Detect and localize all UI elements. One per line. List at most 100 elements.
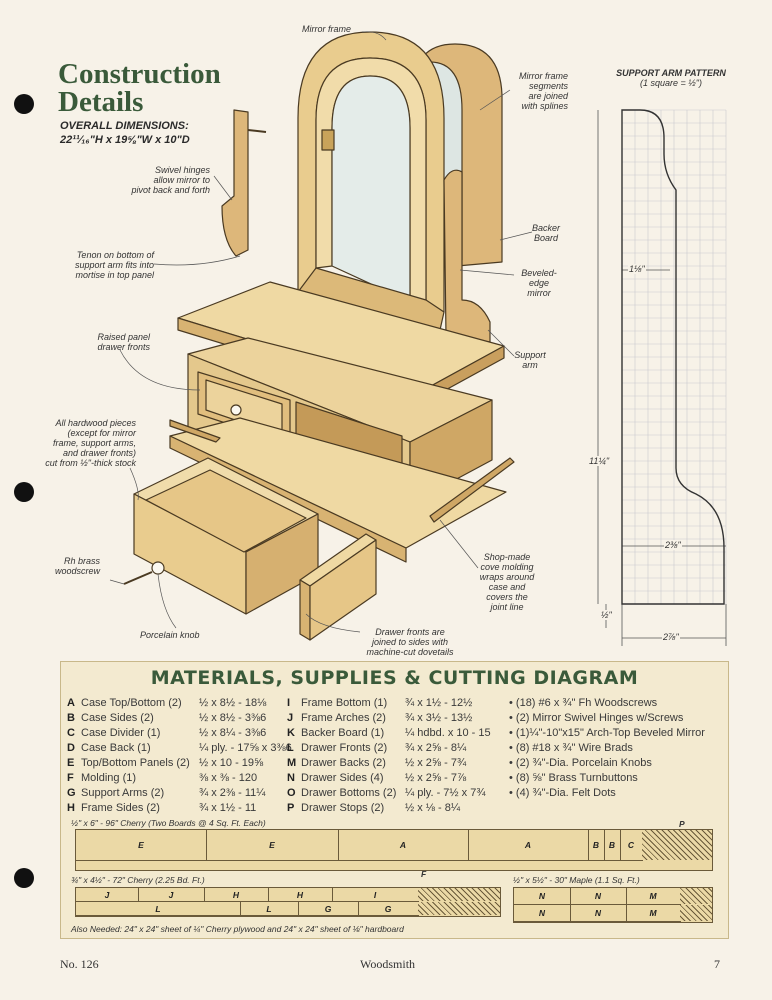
part-size: ½ x ⅛ - 8¼	[405, 802, 461, 814]
cut-piece: G	[298, 902, 359, 916]
part-name: Drawer Bottoms (2)	[301, 787, 397, 799]
callout-drawer-fronts: Drawer fronts are joined to sides with m…	[366, 627, 454, 657]
callout-swivel-hinges: Swivel hinges allow mirror to pivot back…	[131, 165, 210, 195]
part-letter: E	[67, 757, 75, 769]
part-size: ¾ x 2⅝ - 8¼	[405, 742, 467, 754]
pattern-title-text: SUPPORT ARM PATTERN	[616, 68, 726, 78]
cut-piece: B	[588, 830, 605, 861]
cut-piece: N	[570, 888, 627, 905]
part-name: Support Arms (2)	[81, 787, 165, 799]
waste-area	[418, 888, 500, 901]
cut-piece: J	[138, 888, 205, 902]
part-letter: M	[287, 757, 297, 769]
callout-beveled-mirror: Beveled- edge mirror	[521, 268, 557, 298]
part-name: Case Top/Bottom (2)	[81, 697, 182, 709]
supply-item: • (4) ¾"-Dia. Felt Dots	[509, 787, 616, 799]
cut-piece: L	[76, 902, 241, 916]
supply-item: • (8) #18 x ¾" Wire Brads	[509, 742, 633, 754]
part-name: Drawer Stops (2)	[301, 802, 385, 814]
board3-label: ½" x 5½" - 30" Maple (1.1 Sq. Ft.)	[513, 875, 640, 885]
board1-label: ½" x 6" - 96" Cherry (Two Boards @ 4 Sq.…	[71, 818, 266, 828]
part-letter: N	[287, 772, 295, 784]
part-size: ½ x 8½ - 18⅛	[199, 697, 267, 709]
page-title: Construction Details	[58, 58, 221, 118]
part-letter: B	[67, 712, 75, 724]
cut-piece: E	[76, 830, 207, 861]
callout-hardwood: All hardwood pieces (except for mirror f…	[45, 418, 136, 468]
cut-piece: N	[514, 888, 571, 905]
waste-area	[680, 888, 712, 904]
part-letter: H	[67, 802, 75, 814]
pattern-dim-top-width: 1⅛"	[628, 264, 646, 274]
pattern-dim-bottom: ½"	[600, 610, 613, 620]
part-name: Case Divider (1)	[81, 727, 161, 739]
part-letter: J	[287, 712, 294, 724]
part-name: Drawer Sides (4)	[301, 772, 384, 784]
cut-piece: N	[514, 905, 571, 922]
part-letter: C	[67, 727, 75, 739]
supply-item: • (8) ⅝" Brass Turnbuttons	[509, 772, 638, 784]
board1-p-label: P	[679, 819, 685, 829]
part-size: ½ x 2⅝ - 7¾	[405, 757, 467, 769]
pattern-subtitle: (1 square = ½")	[640, 78, 702, 88]
part-size: ¾ x 3½ - 13½	[405, 712, 473, 724]
part-letter: G	[67, 787, 76, 799]
waste-area	[642, 830, 712, 860]
cut-piece: B	[604, 830, 621, 861]
cut-piece: M	[626, 888, 681, 905]
callout-cove-molding: Shop-made cove molding wraps around case…	[479, 552, 535, 612]
part-size: ¼ ply. - 17⅝ x 3⅜6	[199, 742, 292, 754]
cut-piece: C	[620, 830, 643, 861]
part-name: Top/Bottom Panels (2)	[81, 757, 190, 769]
waste-area	[418, 902, 500, 915]
board2-label: ¾" x 4½" - 72" Cherry (2.25 Bd. Ft.)	[71, 875, 205, 885]
callout-rh-brass: Rh brass woodscrew	[54, 556, 100, 576]
cut-piece: I	[332, 888, 419, 902]
part-name: Frame Bottom (1)	[301, 697, 388, 709]
pattern-title: SUPPORT ARM PATTERN (1 square = ½")	[606, 68, 736, 88]
cut-piece: N	[570, 905, 627, 922]
part-name: Case Sides (2)	[81, 712, 154, 724]
pattern-dim-mid-width: 2⅜"	[664, 540, 682, 550]
part-name: Frame Sides (2)	[81, 802, 160, 814]
cut-piece: L	[240, 902, 299, 916]
board1-f-label: F	[421, 869, 427, 879]
supply-item: • (18) #6 x ¾" Fh Woodscrews	[509, 697, 658, 709]
support-arm-pattern-grid	[597, 109, 727, 646]
materials-title: MATERIALS, SUPPLIES & CUTTING DIAGRAM	[150, 667, 639, 689]
cut-piece: J	[76, 888, 139, 902]
part-size: ¾ x 2⅜ - 11¼	[199, 787, 266, 799]
part-letter: P	[287, 802, 295, 814]
part-name: Frame Arches (2)	[301, 712, 386, 724]
part-letter: I	[287, 697, 291, 709]
callout-support-arm: Support arm	[514, 350, 546, 370]
part-letter: K	[287, 727, 295, 739]
supply-item: • (1)¼"-10"x15" Arch-Top Beveled Mirror	[509, 727, 705, 739]
dimensions-value: 22¹¹⁄₁₆"H x 19⅝"W x 10"D	[60, 134, 190, 146]
part-size: ½ x 10 - 19⅝	[199, 757, 264, 769]
footer-page-number: 7	[714, 957, 720, 971]
part-name: Case Back (1)	[81, 742, 151, 754]
part-size: ⅜ x ⅜ - 120	[199, 772, 258, 784]
exploded-view-illustration	[109, 31, 533, 641]
part-letter: A	[67, 697, 75, 709]
title-line-1: Construction	[58, 58, 221, 90]
part-letter: F	[67, 772, 74, 784]
part-size: ½ x 8¼ - 3⅜6	[199, 727, 267, 739]
part-size: ¼ ply. - 7½ x 7¾	[405, 787, 486, 799]
binder-hole	[14, 94, 34, 114]
pattern-dim-height: 11¼"	[588, 456, 611, 466]
also-needed-note: Also Needed: 24" x 24" sheet of ¼" Cherr…	[71, 924, 404, 934]
title-line-2: Details	[58, 86, 144, 118]
part-size: ½ x 8½ - 3⅜6	[199, 712, 267, 724]
callout-tenon: Tenon on bottom of support arm fits into…	[74, 250, 154, 280]
binder-hole	[14, 482, 34, 502]
part-size: ¾ x 1½ - 12½	[405, 697, 473, 709]
footer-issue: No. 126	[60, 957, 99, 971]
part-name: Molding (1)	[81, 772, 137, 784]
waste-area	[680, 905, 712, 921]
supply-item: • (2) Mirror Swivel Hinges w/Screws	[509, 712, 684, 724]
